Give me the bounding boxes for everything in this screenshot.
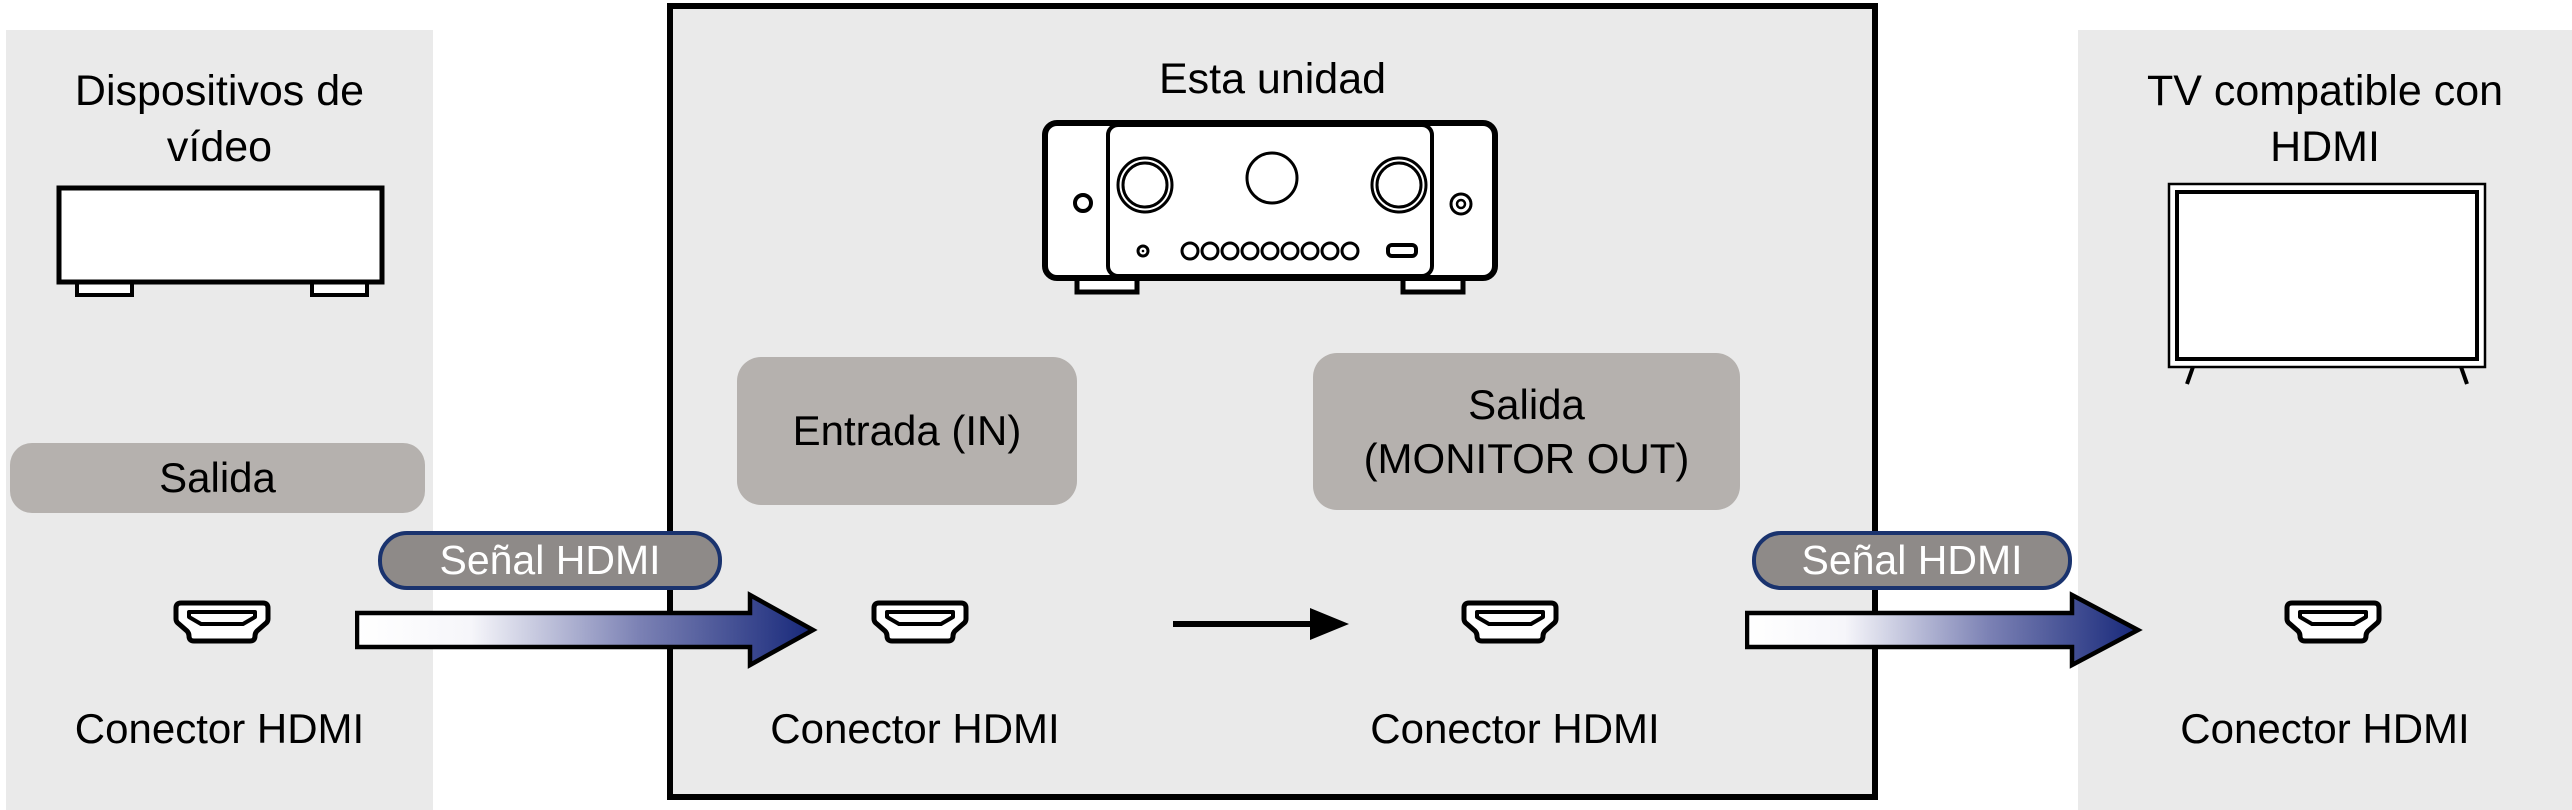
- tv-icon: [2167, 182, 2487, 385]
- video-devices-panel: Dispositivos de vídeo Salida Conector HD…: [6, 30, 433, 810]
- monitor-out-badge-line2: (MONITOR OUT): [1363, 434, 1690, 482]
- hdmi-connector-icon: [173, 600, 271, 644]
- hdmi-signal-pill: Señal HDMI: [1752, 531, 2072, 590]
- input-badge: Entrada (IN): [737, 357, 1077, 505]
- hdmi-signal-gradient-arrow: [355, 591, 818, 669]
- hdmi-signal-gradient-arrow: [1745, 591, 2143, 669]
- video-devices-title-line1: Dispositivos de: [74, 67, 365, 115]
- video-device-icon: [56, 185, 385, 297]
- av-receiver-icon: [1042, 120, 1498, 295]
- hdmi-connector-icon: [2284, 600, 2382, 644]
- video-devices-title-line2: vídeo: [166, 123, 273, 171]
- video-devices-title: Dispositivos de vídeo: [6, 63, 433, 175]
- hdmi-tv-title-line2: HDMI: [2270, 123, 2380, 171]
- internal-signal-arrow: [1173, 608, 1349, 640]
- this-unit-box: Esta unidad Entr: [667, 3, 1878, 800]
- this-unit-title: Esta unidad: [1158, 55, 1387, 103]
- hdmi-tv-panel: TV compatible con HDMI Conector HDMI: [2078, 30, 2572, 810]
- connector-label: Conector HDMI: [74, 705, 365, 752]
- connector-label: Conector HDMI: [2180, 705, 2470, 752]
- hdmi-tv-title-line1: TV compatible con: [2146, 67, 2504, 115]
- monitor-out-badge: Salida (MONITOR OUT): [1313, 353, 1740, 510]
- connector-label: Conector HDMI: [1370, 705, 1660, 752]
- hdmi-tv-title: TV compatible con HDMI: [2078, 63, 2572, 175]
- hdmi-signal-pill: Señal HDMI: [378, 531, 722, 590]
- monitor-out-badge-line1: Salida: [1468, 380, 1585, 428]
- output-badge: Salida: [10, 443, 425, 513]
- hdmi-connector-icon: [1461, 600, 1559, 644]
- connector-label: Conector HDMI: [770, 705, 1060, 752]
- hdmi-connector-icon: [871, 600, 969, 644]
